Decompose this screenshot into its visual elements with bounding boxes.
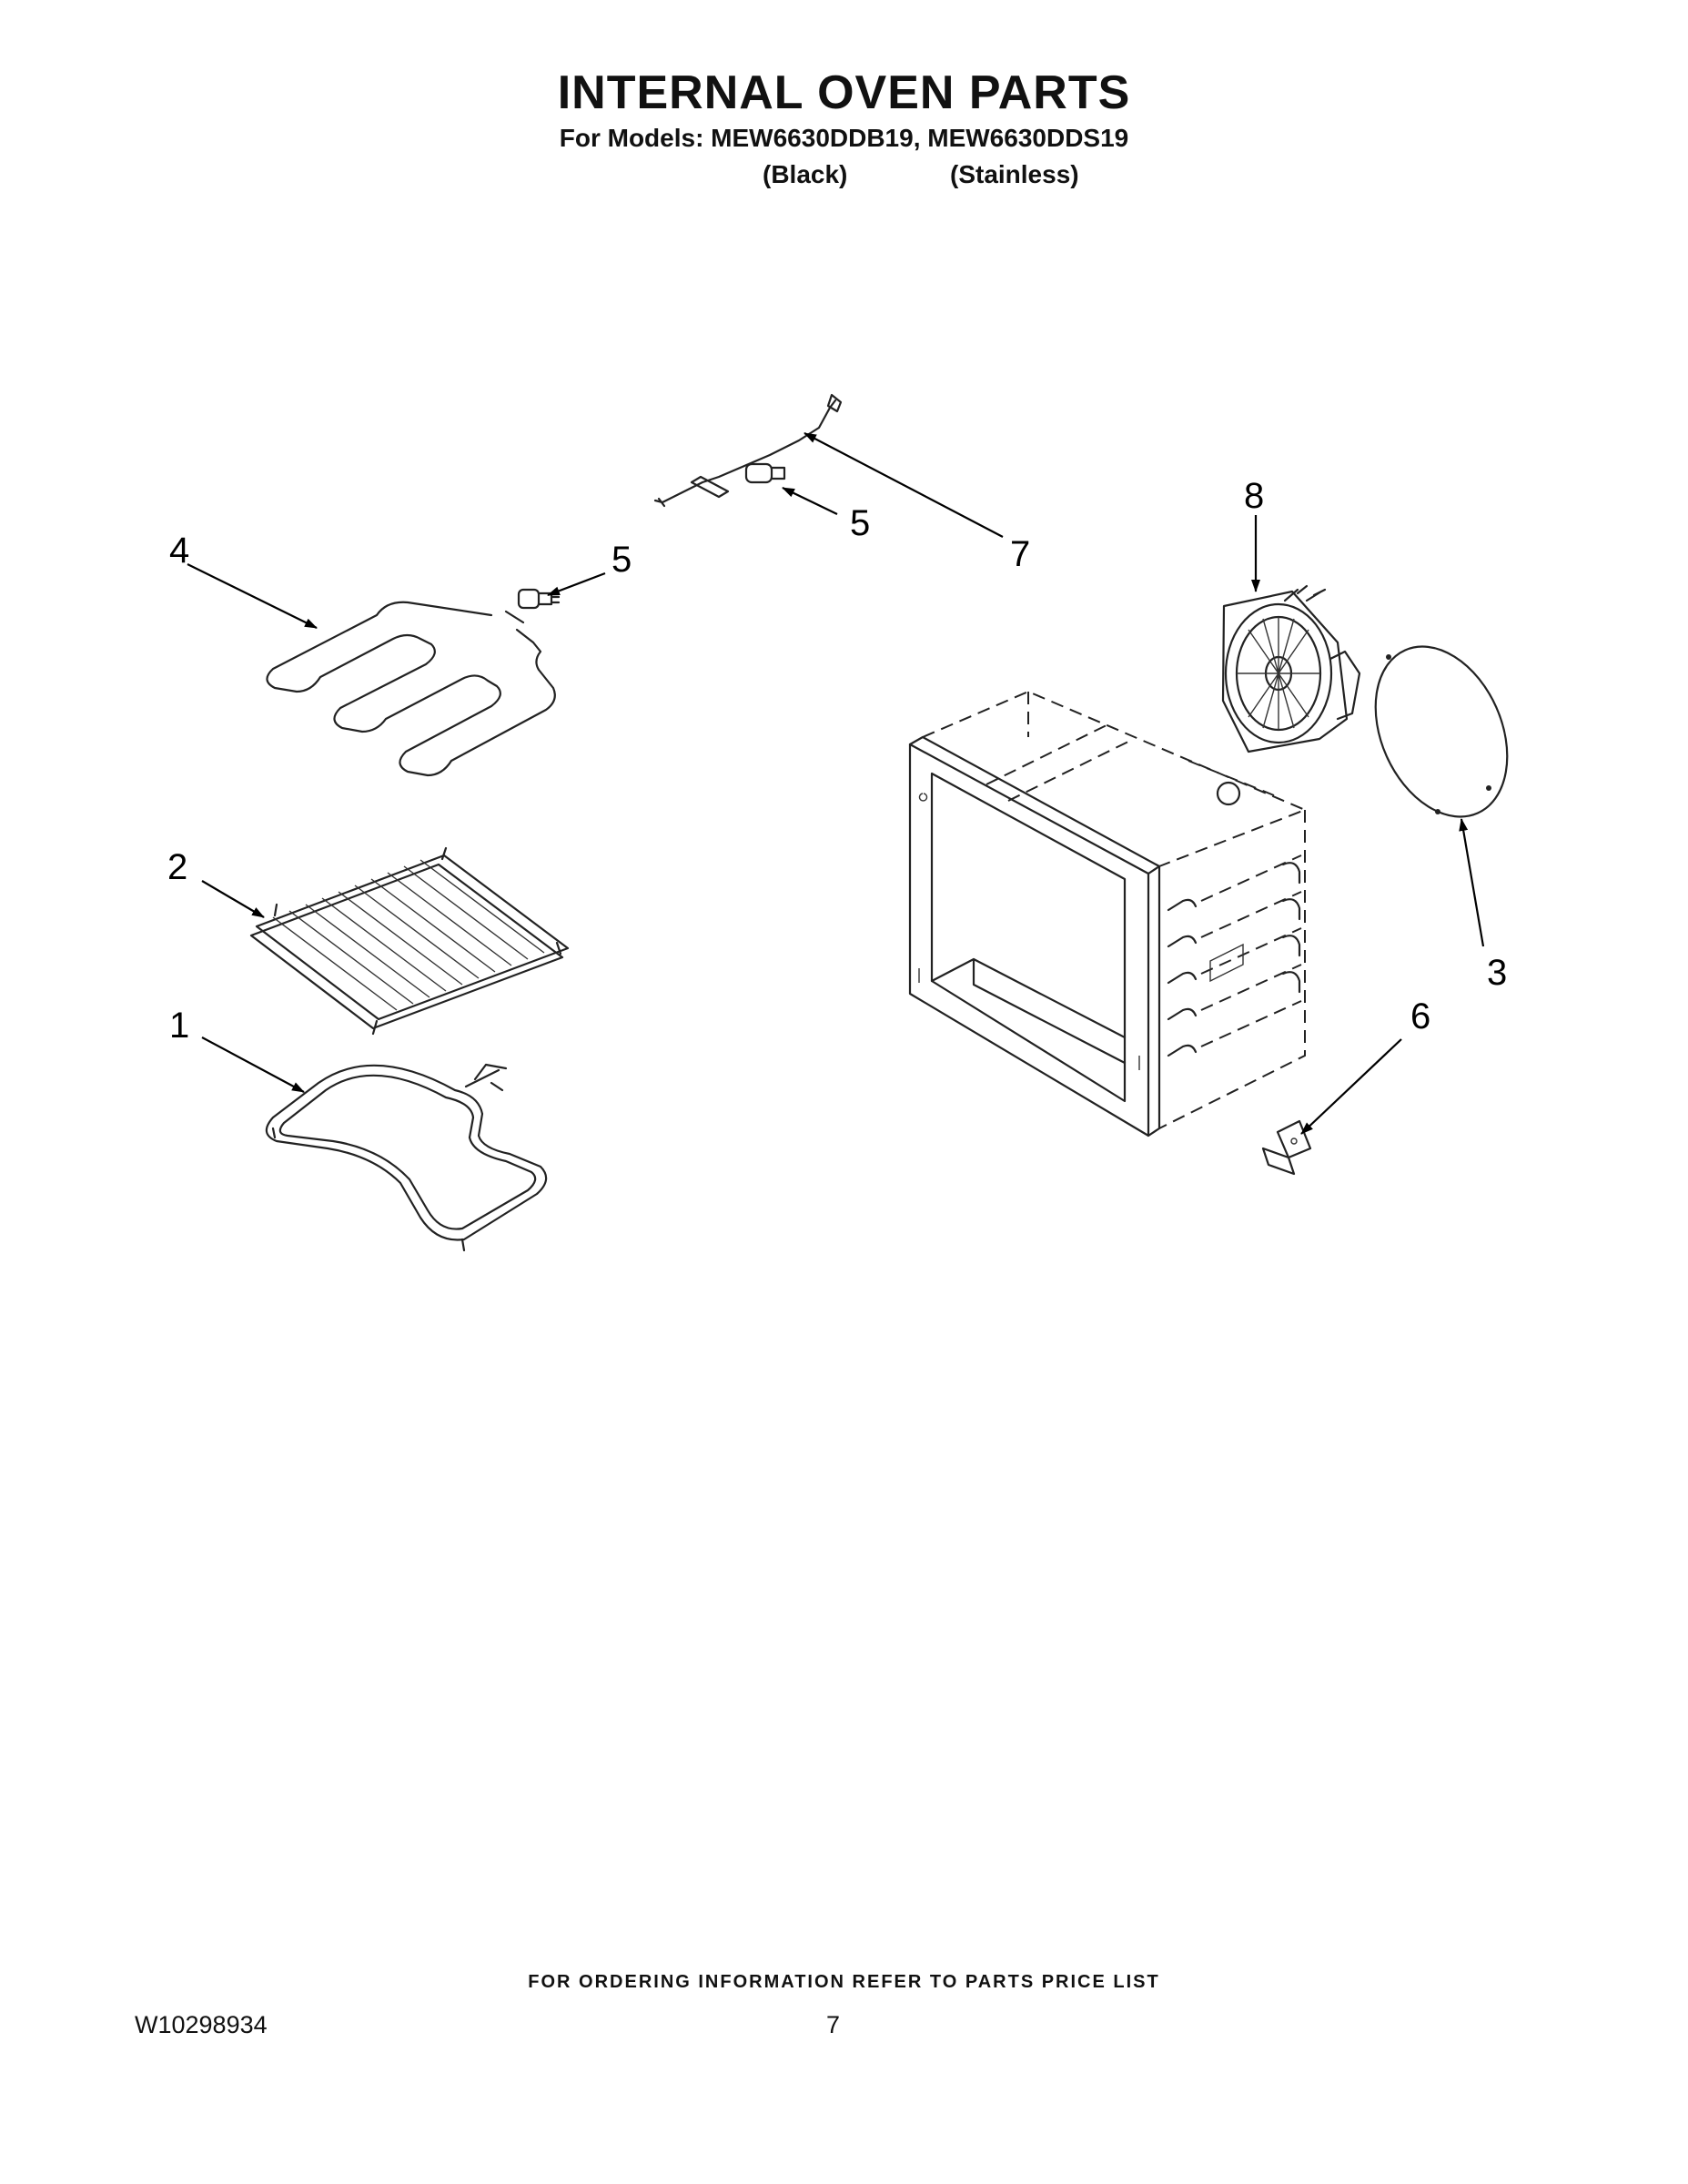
fan-gasket: [1374, 645, 1509, 818]
plug-fitting-left: [517, 588, 561, 610]
leader-3: [1459, 818, 1485, 947]
callout-6: 6: [1410, 996, 1430, 1036]
leader-2: [201, 880, 265, 918]
broil-element: [266, 601, 556, 777]
callout-leaders: [187, 432, 1485, 1135]
oven-rack: [249, 846, 570, 1036]
convection-fan: [1221, 584, 1361, 753]
model-list: For Models: MEW6630DDB19, MEW6630DDS19: [559, 124, 1129, 152]
oven-cavity: [908, 690, 1308, 1138]
temperature-sensor: [653, 393, 843, 508]
callout-2: 2: [167, 847, 187, 887]
document-number: W10298934: [135, 2011, 268, 2038]
leader-5-top: [782, 487, 838, 515]
ordering-note: FOR ORDERING INFORMATION REFER TO PARTS …: [528, 1972, 1160, 1992]
leader-6: [1300, 1038, 1402, 1135]
variant-black-label: (Black): [763, 160, 848, 188]
callout-5-top: 5: [850, 503, 870, 543]
page-title: INTERNAL OVEN PARTS: [557, 66, 1131, 119]
callout-4: 4: [169, 531, 189, 571]
callout-3: 3: [1487, 953, 1507, 993]
variant-stainless-label: (Stainless): [950, 160, 1079, 188]
page-number: 7: [826, 2011, 841, 2038]
callout-8: 8: [1244, 476, 1264, 516]
mounting-bracket: [1261, 1119, 1312, 1176]
leader-7: [804, 432, 1004, 538]
leader-4: [187, 563, 318, 629]
callout-5-left: 5: [612, 540, 632, 580]
callout-1: 1: [169, 1006, 189, 1046]
callout-7: 7: [1010, 534, 1030, 574]
leader-5-left: [547, 571, 606, 597]
leader-1: [201, 1036, 305, 1093]
bake-element: [265, 1063, 548, 1252]
